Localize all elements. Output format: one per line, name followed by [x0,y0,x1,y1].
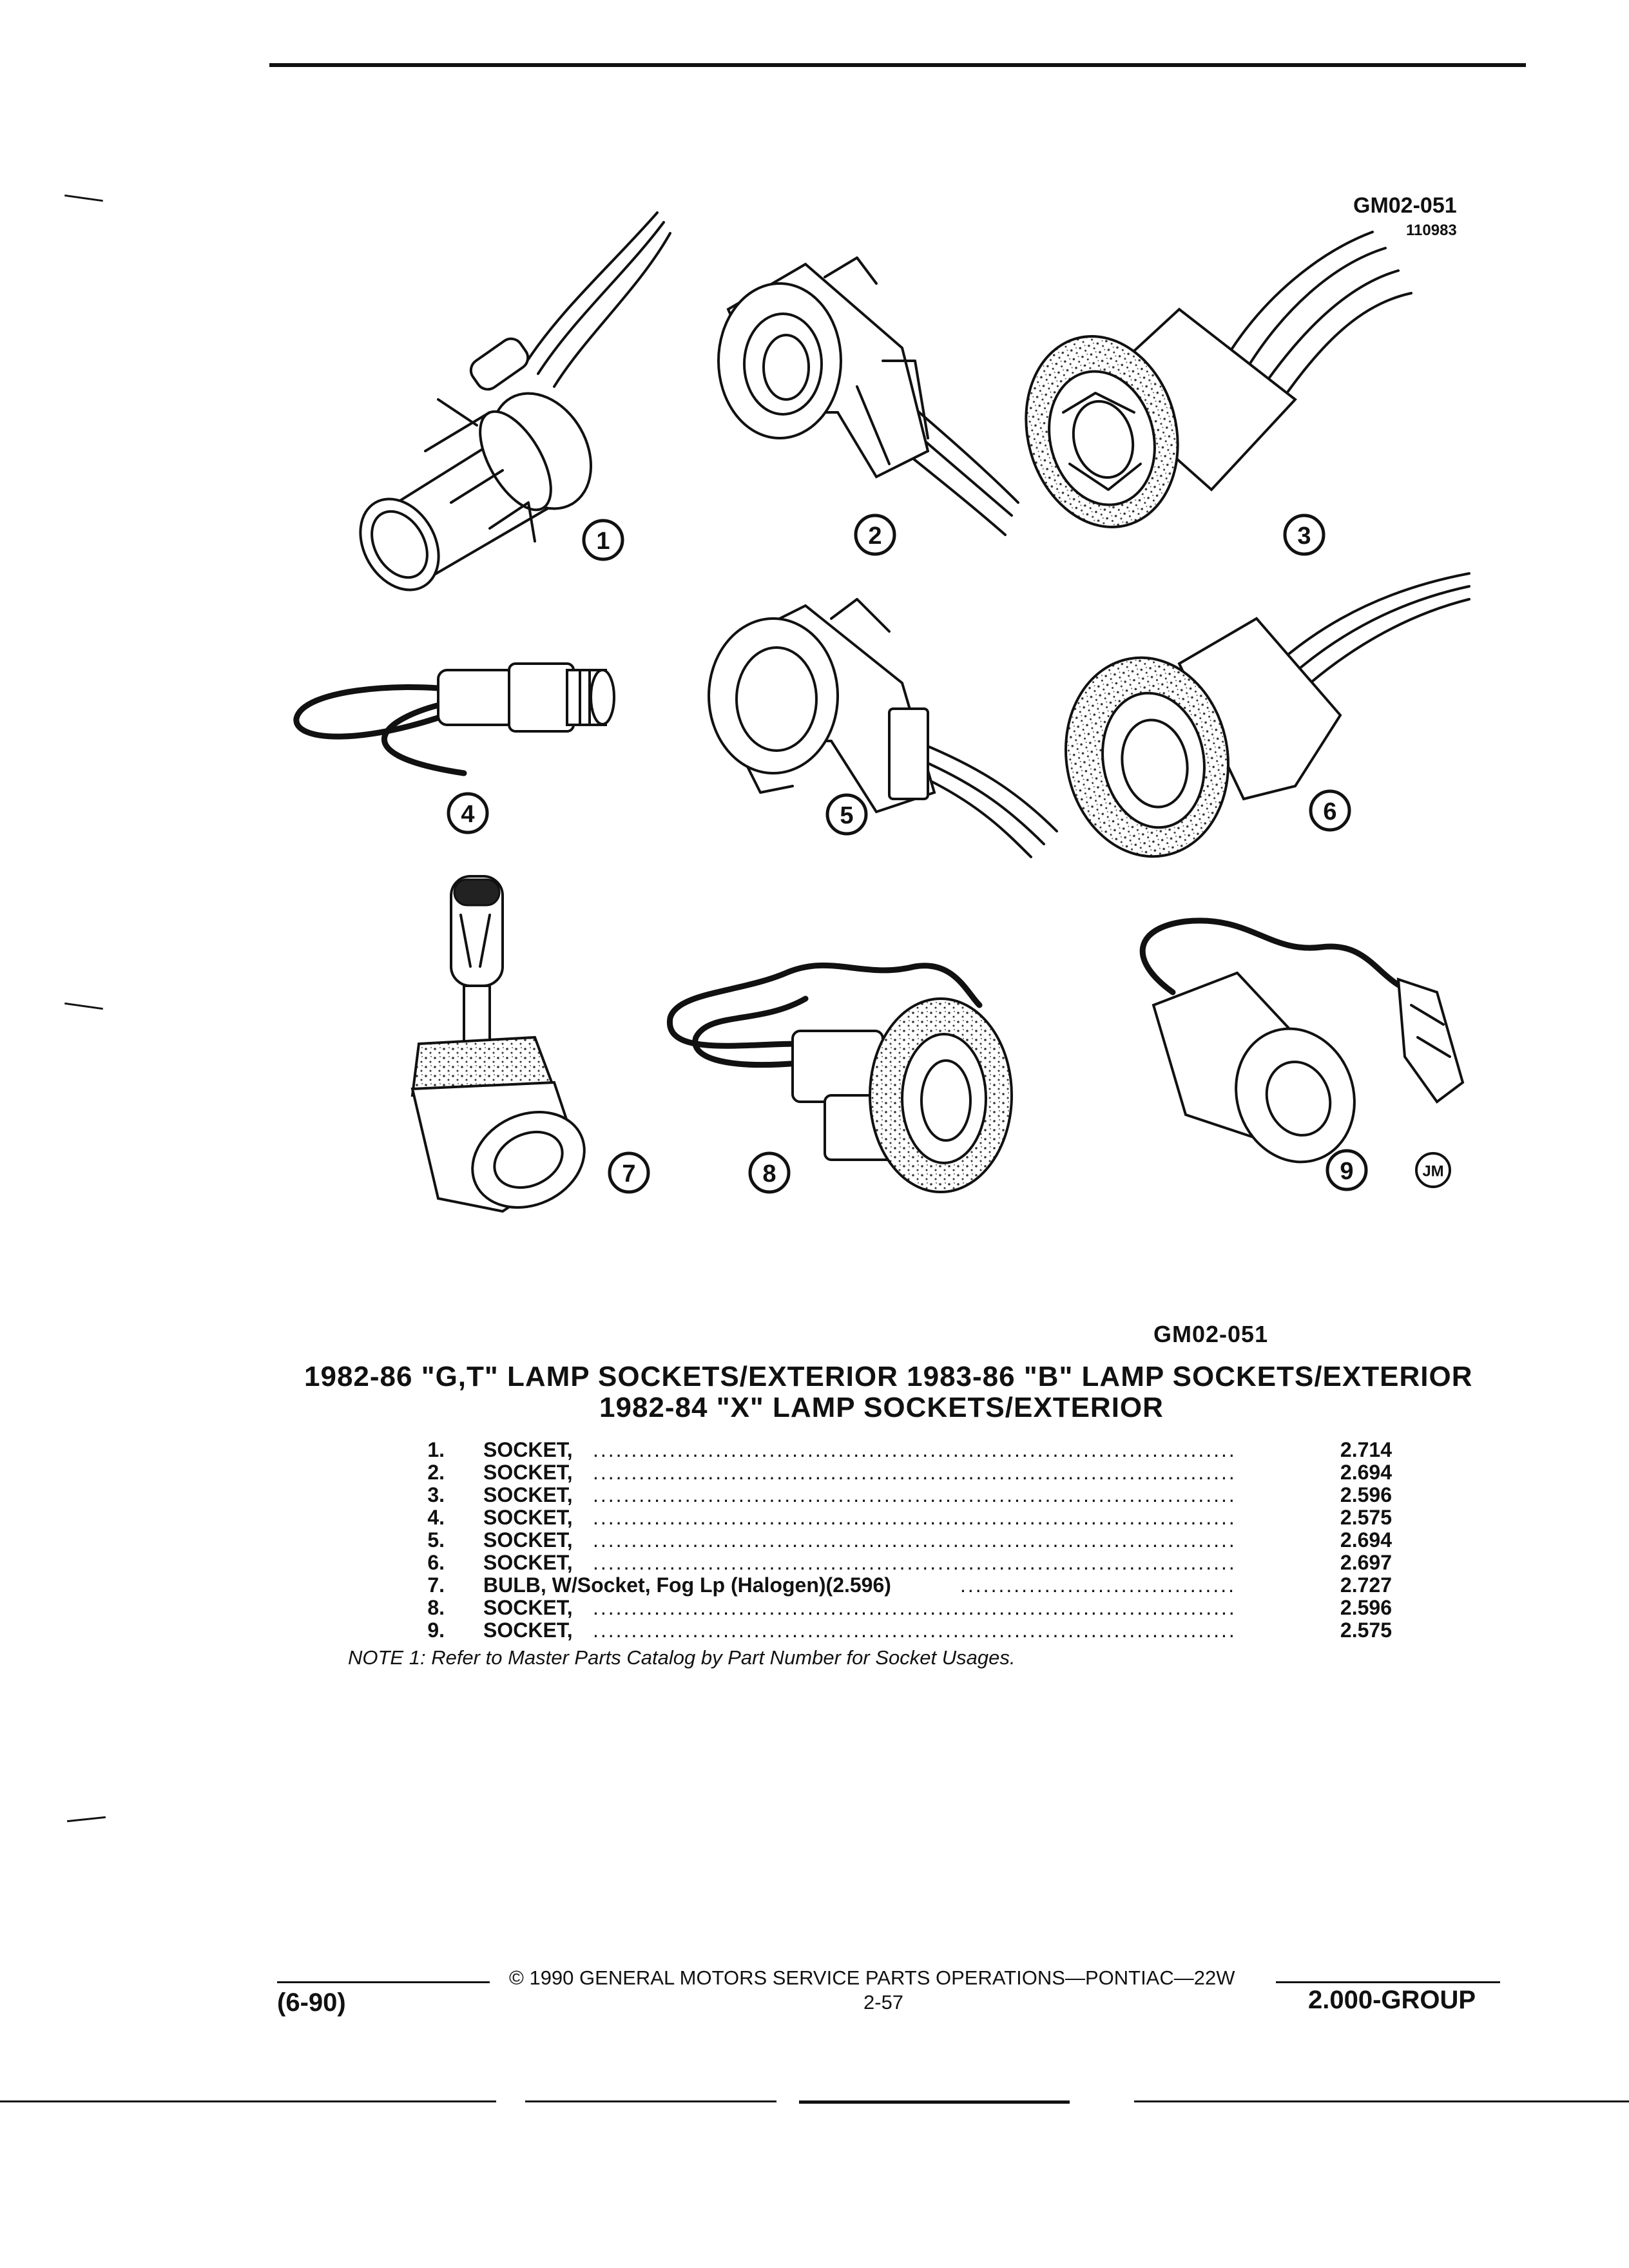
footer-copyright: © 1990 GENERAL MOTORS SERVICE PARTS OPER… [509,1966,1235,1989]
callout-4-label: 4 [461,801,474,828]
part-value: 2.694 [1340,1528,1392,1552]
socket-9-drawing [1139,918,1465,1164]
artist-mark-label: JM [1422,1163,1443,1180]
margin-mark [67,1816,106,1823]
callout-1-label: 1 [596,528,610,555]
parts-row: 8. SOCKET, .............................… [348,1596,1392,1619]
socket-4-drawing [293,662,615,776]
callout-1: 1 [582,519,624,561]
callout-2-label: 2 [868,523,882,550]
part-description: SOCKET, [483,1619,573,1642]
part-value: 2.575 [1340,1619,1392,1642]
bottom-edge-line [0,2100,496,2102]
part-number: 1. [427,1438,445,1461]
callout-4: 4 [447,792,489,834]
part-value: 2.596 [1340,1483,1392,1506]
leader-dots: ........................................… [593,1528,1237,1552]
top-rule [269,63,1526,67]
socket-6-drawing [1064,572,1470,858]
footer-page-number: 2-57 [863,1991,904,2013]
parts-row: 1. SOCKET, .............................… [348,1438,1392,1461]
reference-code: GM02-051 [1153,1321,1269,1347]
parts-row: 9. SOCKET, .............................… [348,1619,1392,1642]
figure-code-sub: 110983 [1406,222,1457,239]
part-description: SOCKET, [483,1506,573,1529]
socket-2-drawing [717,256,1019,536]
part-value: 2.697 [1340,1551,1392,1574]
leader-dots: ........................................… [593,1619,1237,1642]
parts-list: 1. SOCKET, .............................… [348,1438,1392,1642]
part-value: 2.694 [1340,1461,1392,1484]
callout-8: 8 [748,1151,791,1194]
part-value: 2.596 [1340,1596,1392,1619]
callout-6-label: 6 [1323,798,1336,825]
callout-2: 2 [854,514,896,556]
bottom-edge-line [799,2100,1070,2104]
leader-dots: ........................................… [593,1551,1237,1574]
parts-row: 2. SOCKET, .............................… [348,1461,1392,1484]
lamp-sockets-illustration: 1 2 3 4 5 6 7 8 9 JM [293,211,1470,1213]
part-description: SOCKET, [483,1461,573,1484]
part-value: 2.714 [1340,1438,1392,1461]
part-description: SOCKET, [483,1596,573,1619]
callout-9-label: 9 [1340,1158,1353,1185]
parts-row: 4. SOCKET, .............................… [348,1506,1392,1529]
part-number: 9. [427,1619,445,1642]
leader-dots: ........................................… [593,1596,1237,1619]
part-value: 2.575 [1340,1506,1392,1529]
leader-dots: ........................................… [593,1461,1237,1484]
callout-9: 9 [1325,1149,1368,1191]
part-description: SOCKET, [483,1528,573,1552]
footer-rule-left [277,1981,490,1983]
part-number: 5. [427,1528,445,1552]
leader-dots: ........................................… [593,1438,1237,1461]
part-number: 2. [427,1461,445,1484]
part-number: 7. [427,1573,445,1597]
parts-note: NOTE 1: Refer to Master Parts Catalog by… [348,1646,1016,1669]
callout-7: 7 [608,1151,650,1194]
socket-8-drawing [667,962,1013,1193]
part-number: 3. [427,1483,445,1506]
parts-row: 7. BULB, W/Socket, Fog Lp (Halogen)(2.59… [348,1573,1392,1597]
footer-date: (6-90) [277,1988,346,2017]
callout-5: 5 [825,793,868,836]
part-description: SOCKET, [483,1483,573,1506]
callout-3-label: 3 [1297,523,1311,550]
artist-mark: JM [1415,1152,1451,1188]
bottom-edge-line [525,2100,776,2102]
callout-8-label: 8 [762,1160,776,1187]
callout-5-label: 5 [840,802,853,829]
footer-group: 2.000-GROUP [1308,1986,1476,2014]
callout-3: 3 [1283,514,1325,556]
bulb-7-drawing [410,875,586,1213]
section-heading-line2: 1982-84 "X" LAMP SOCKETS/EXTERIOR [599,1392,1164,1423]
callout-6: 6 [1309,789,1351,832]
socket-1-drawing [359,211,671,591]
leader-dots: ....................................... [960,1573,1237,1597]
parts-row: 3. SOCKET, .............................… [348,1483,1392,1506]
part-description: SOCKET, [483,1551,573,1574]
figure-code: GM02-051 [1353,193,1457,218]
leader-dots: ........................................… [593,1483,1237,1506]
parts-row: 6. SOCKET, .............................… [348,1551,1392,1574]
part-description: SOCKET, [483,1438,573,1461]
part-number: 8. [427,1596,445,1619]
leader-dots: ........................................… [593,1506,1237,1529]
part-number: 4. [427,1506,445,1529]
socket-3-drawing [1025,231,1412,528]
socket-5-drawing [708,598,1058,858]
footer-rule-right [1276,1981,1500,1983]
part-description: BULB, W/Socket, Fog Lp (Halogen)(2.596) [483,1573,891,1597]
part-value: 2.727 [1340,1573,1392,1597]
bottom-edge-line [1134,2100,1629,2102]
part-number: 6. [427,1551,445,1574]
section-heading-line1: 1982-86 "G,T" LAMP SOCKETS/EXTERIOR 1983… [304,1361,1473,1392]
parts-row: 5. SOCKET, .............................… [348,1528,1392,1552]
callout-7-label: 7 [622,1160,635,1187]
